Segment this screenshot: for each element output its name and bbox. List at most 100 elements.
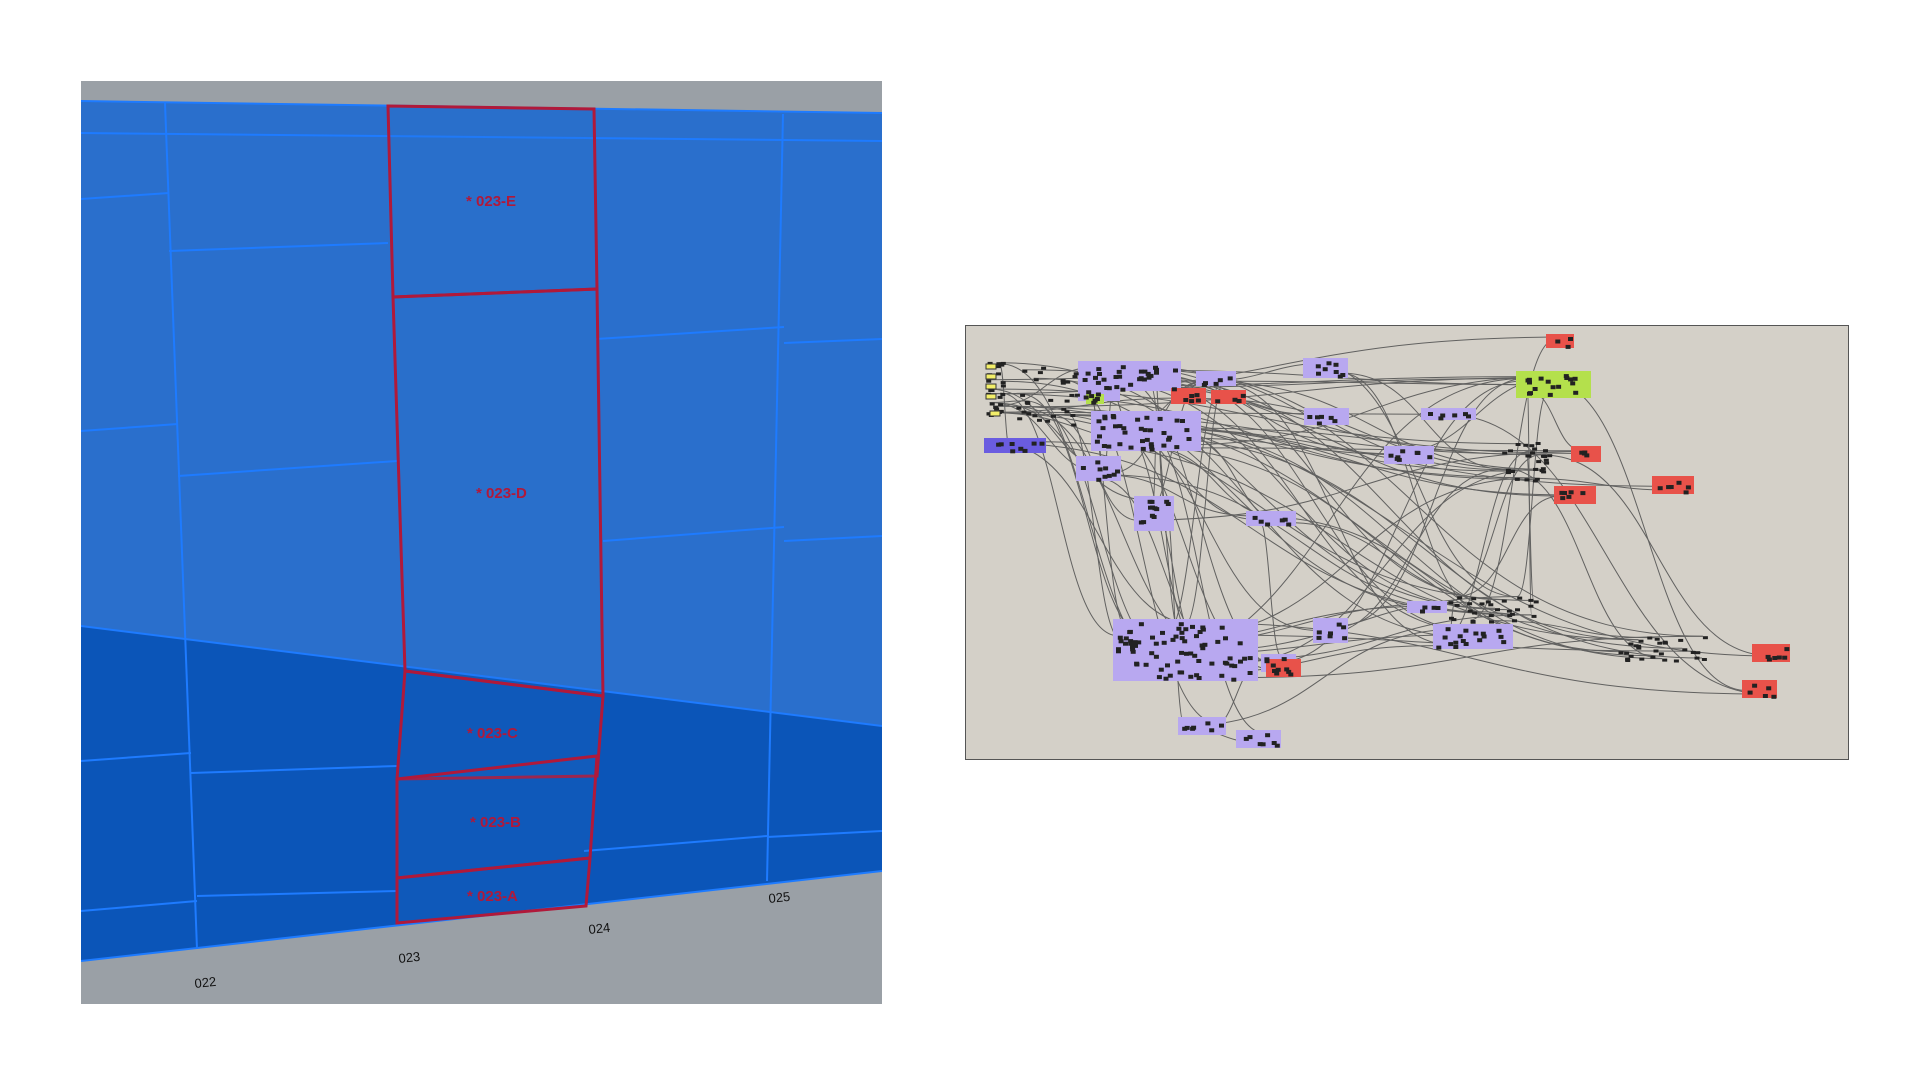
node[interactable] (1247, 656, 1253, 661)
node[interactable] (1183, 398, 1189, 402)
node[interactable] (1184, 651, 1189, 656)
node[interactable] (1467, 609, 1473, 613)
node[interactable] (1097, 434, 1102, 439)
node[interactable] (1528, 391, 1533, 396)
node[interactable] (1782, 655, 1788, 660)
node[interactable] (1559, 490, 1565, 495)
node[interactable] (1701, 658, 1707, 661)
node[interactable] (1472, 611, 1478, 615)
node[interactable] (1524, 478, 1530, 482)
node[interactable] (1638, 639, 1644, 643)
node[interactable] (1694, 656, 1700, 660)
node[interactable] (1037, 418, 1042, 422)
node[interactable] (1495, 608, 1500, 612)
node[interactable] (1535, 442, 1541, 445)
node[interactable] (1676, 480, 1682, 485)
node[interactable] (1242, 656, 1248, 661)
node[interactable] (1179, 636, 1185, 641)
node[interactable] (989, 402, 995, 406)
node[interactable] (1146, 375, 1152, 380)
node[interactable] (1085, 371, 1091, 376)
node[interactable] (1666, 485, 1672, 490)
node[interactable] (1628, 642, 1634, 646)
node[interactable] (1219, 673, 1225, 678)
blue-group-29[interactable] (984, 438, 1046, 453)
node[interactable] (1639, 657, 1645, 661)
node[interactable] (1463, 412, 1468, 417)
node[interactable] (1037, 371, 1043, 375)
node[interactable] (1117, 442, 1123, 447)
node[interactable] (1532, 387, 1538, 391)
node[interactable] (1142, 428, 1148, 433)
node[interactable] (1570, 381, 1576, 386)
node[interactable] (1134, 661, 1140, 666)
node[interactable] (1523, 443, 1529, 447)
node[interactable] (1653, 649, 1659, 653)
node[interactable] (1120, 365, 1126, 370)
node[interactable] (1316, 421, 1322, 426)
node[interactable] (1140, 439, 1145, 444)
node[interactable] (1678, 638, 1684, 642)
node[interactable] (1174, 418, 1180, 423)
node[interactable] (1514, 477, 1520, 481)
node[interactable] (1138, 369, 1144, 374)
node[interactable] (1237, 641, 1243, 646)
node[interactable] (1231, 677, 1237, 682)
node[interactable] (1505, 468, 1511, 472)
node[interactable] (1045, 419, 1051, 423)
node[interactable] (1328, 415, 1334, 420)
node[interactable] (1213, 381, 1219, 386)
node[interactable] (1771, 694, 1777, 699)
node[interactable] (1173, 368, 1178, 373)
node[interactable] (1279, 518, 1285, 523)
node[interactable] (1138, 622, 1144, 627)
node[interactable] (1167, 673, 1173, 678)
node[interactable] (1286, 669, 1292, 674)
node[interactable] (1117, 374, 1123, 379)
node[interactable] (1186, 437, 1192, 441)
node[interactable] (1695, 651, 1701, 655)
node[interactable] (1488, 614, 1494, 618)
node[interactable] (1752, 683, 1758, 688)
node[interactable] (1000, 381, 1006, 385)
node[interactable] (1165, 502, 1171, 506)
node[interactable] (1095, 460, 1101, 465)
node[interactable] (1149, 447, 1155, 452)
node[interactable] (1542, 455, 1548, 458)
node[interactable] (1477, 638, 1483, 643)
node[interactable] (1128, 641, 1134, 646)
red-group-22[interactable] (1554, 486, 1596, 504)
node[interactable] (1131, 640, 1137, 645)
node[interactable] (1448, 601, 1454, 605)
node[interactable] (1668, 485, 1674, 489)
node[interactable] (1000, 393, 1006, 396)
node[interactable] (1683, 490, 1689, 495)
node[interactable] (1624, 651, 1630, 655)
node[interactable] (1512, 619, 1517, 623)
node[interactable] (1195, 398, 1201, 403)
node[interactable] (1772, 656, 1778, 660)
node[interactable] (1532, 479, 1538, 483)
node[interactable] (1166, 437, 1172, 442)
node[interactable] (1161, 443, 1167, 448)
node[interactable] (1161, 640, 1167, 645)
node[interactable] (1123, 641, 1128, 646)
node[interactable] (1196, 659, 1202, 663)
node[interactable] (1127, 630, 1133, 635)
node[interactable] (1160, 630, 1165, 635)
node[interactable] (1340, 373, 1346, 377)
node[interactable] (1282, 517, 1288, 522)
node[interactable] (1333, 362, 1339, 367)
node[interactable] (1083, 395, 1089, 400)
node[interactable] (1182, 726, 1188, 731)
node[interactable] (1033, 378, 1039, 382)
node[interactable] (1191, 725, 1197, 730)
node[interactable] (1031, 441, 1037, 446)
number-slider-node[interactable] (985, 373, 997, 380)
node[interactable] (1202, 642, 1208, 647)
node[interactable] (1095, 392, 1101, 397)
node[interactable] (1489, 620, 1494, 624)
node[interactable] (1636, 646, 1642, 650)
node[interactable] (1188, 651, 1194, 656)
node[interactable] (1341, 625, 1347, 630)
